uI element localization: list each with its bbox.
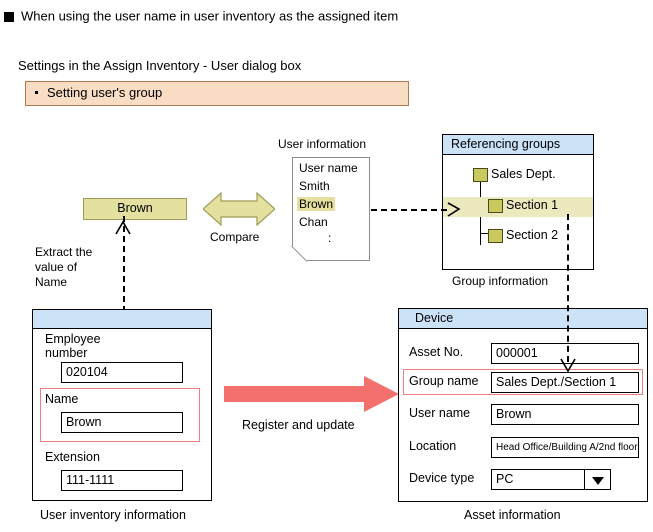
user-list-header: User name xyxy=(299,161,358,175)
location-value: Head Office/Building A/2nd floor xyxy=(496,442,638,453)
device-panel: Device Asset No. 000001 Group name Sales… xyxy=(398,308,648,502)
user-list-item: Chan xyxy=(299,215,328,229)
chevron-down-icon[interactable] xyxy=(584,470,610,489)
extract-note-line: value of xyxy=(35,260,78,274)
tree-item-section-1[interactable]: Section 1 xyxy=(443,197,593,217)
settings-caption: Settings in the Assign Inventory - User … xyxy=(18,58,302,73)
user-list-ellipsis: : xyxy=(328,231,332,245)
user-list-item-highlighted: Brown xyxy=(297,197,336,211)
employee-number-label: Employee number xyxy=(45,332,101,360)
name-label: Name xyxy=(45,392,79,406)
extracted-value-text: Brown xyxy=(117,201,153,215)
user-inventory-title-bar xyxy=(33,310,211,329)
folder-icon xyxy=(488,199,503,213)
employee-number-field[interactable]: 020104 xyxy=(61,362,183,383)
device-title-text: Device xyxy=(415,311,454,325)
asset-no-label: Asset No. xyxy=(409,345,464,359)
user-name-value: Brown xyxy=(496,407,532,421)
referencing-groups-title-text: Referencing groups xyxy=(451,137,561,151)
label-line: Employee xyxy=(45,332,101,346)
extract-note-line: Name xyxy=(35,275,68,289)
page-heading: When using the user name in user invento… xyxy=(4,8,398,25)
extract-note-line: Extract the xyxy=(35,245,93,259)
user-information-caption: User information xyxy=(278,137,367,151)
page-heading-text: When using the user name in user invento… xyxy=(21,8,399,24)
label-line: number xyxy=(45,346,88,360)
user-information-document: User name Smith Brown Chan : xyxy=(291,157,370,262)
compare-double-arrow-icon xyxy=(203,192,275,226)
dashed-connector-group-to-field xyxy=(567,214,569,362)
compare-label: Compare xyxy=(210,230,260,244)
extension-value: 111-1111 xyxy=(66,473,115,487)
extension-label: Extension xyxy=(45,450,100,464)
location-label: Location xyxy=(409,439,457,453)
group-name-field[interactable]: Sales Dept./Section 1 xyxy=(491,372,639,393)
location-field[interactable]: Head Office/Building A/2nd floor xyxy=(491,437,639,458)
tree-connector-tick xyxy=(480,233,488,234)
group-name-highlight xyxy=(403,369,643,395)
tree-item-label: Sales Dept. xyxy=(491,167,556,181)
user-inventory-caption: User inventory information xyxy=(40,508,186,522)
user-name-label: User name xyxy=(409,406,471,420)
name-field[interactable]: Brown xyxy=(61,412,183,433)
name-value: Brown xyxy=(66,415,102,429)
device-title-bar: Device xyxy=(399,309,647,329)
square-bullet-icon xyxy=(4,11,14,22)
user-name-field[interactable]: Brown xyxy=(491,404,639,425)
device-type-label: Device type xyxy=(409,471,475,485)
folder-icon xyxy=(488,229,503,243)
user-list-item: Smith xyxy=(299,179,330,193)
asset-information-caption: Asset information xyxy=(464,508,561,522)
dashed-connector-name-to-value xyxy=(123,216,125,312)
setting-users-group-label: Setting user's group xyxy=(47,85,163,100)
referencing-groups-title-bar: Referencing groups xyxy=(443,135,593,155)
arrowhead-icon xyxy=(560,358,576,373)
tree-item-label: Section 2 xyxy=(506,228,559,242)
device-type-dropdown[interactable]: PC xyxy=(491,469,611,490)
name-field-highlight xyxy=(40,388,200,442)
dot-bullet-icon xyxy=(35,91,38,95)
device-type-value: PC xyxy=(496,472,514,486)
folder-icon xyxy=(473,168,488,182)
arrowhead-icon xyxy=(115,220,131,235)
group-name-value: Sales Dept./Section 1 xyxy=(496,375,617,389)
group-information-caption: Group information xyxy=(452,274,549,288)
setting-users-group-box: Setting user's group xyxy=(25,81,409,106)
asset-no-value: 000001 xyxy=(496,346,538,360)
employee-number-value: 020104 xyxy=(66,365,108,379)
group-name-label: Group name xyxy=(409,374,479,388)
register-and-update-label: Register and update xyxy=(242,418,355,432)
dashed-connector-user-to-group xyxy=(371,209,447,211)
extracted-value-box: Brown xyxy=(83,198,187,220)
tree-item-label: Section 1 xyxy=(506,198,559,212)
setting-users-group-row: Setting user's group xyxy=(35,85,162,100)
user-inventory-panel: Employee number 020104 Name Brown Extens… xyxy=(32,309,212,501)
asset-no-field[interactable]: 000001 xyxy=(491,343,639,364)
document-fold-icon xyxy=(291,246,307,262)
referencing-groups-panel: Referencing groups Sales Dept. Section 1… xyxy=(442,134,594,270)
extension-field[interactable]: 111-1111 xyxy=(61,470,183,491)
arrowhead-icon xyxy=(447,202,461,217)
register-and-update-arrow-icon xyxy=(224,376,399,412)
extract-value-note: Extract the value of Name xyxy=(35,245,92,290)
